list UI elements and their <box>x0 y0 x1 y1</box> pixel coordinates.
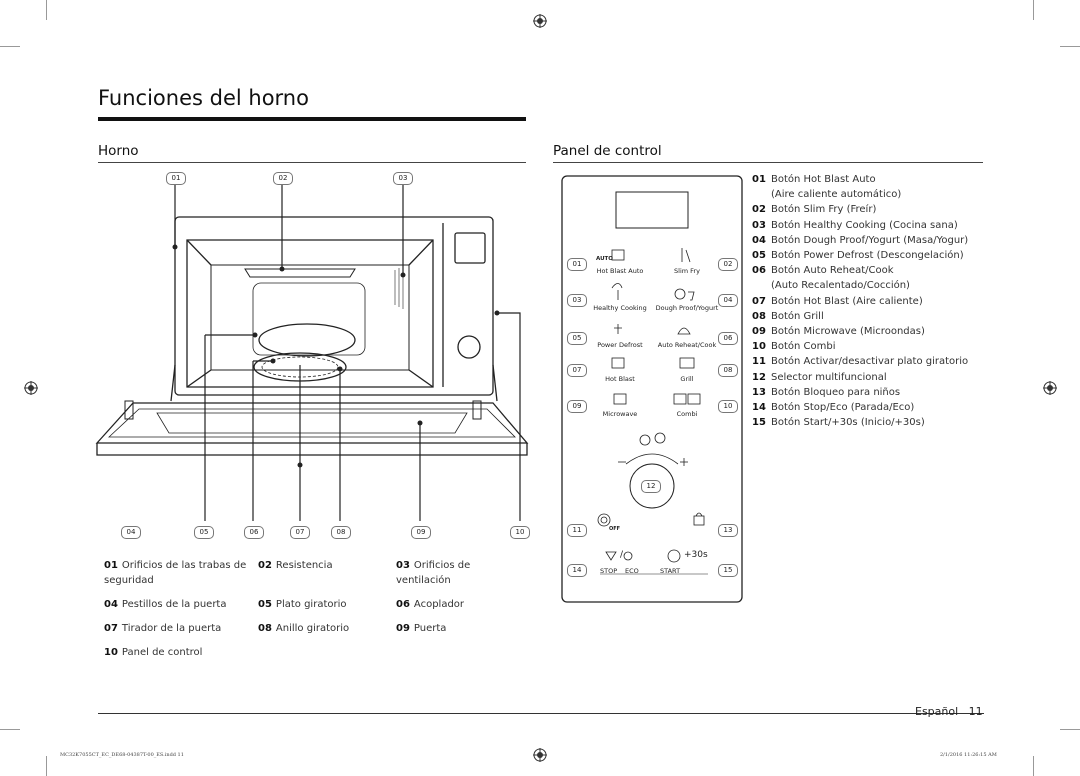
panel-callout-03: 03 <box>567 294 587 307</box>
start-plus30-label[interactable]: +30s <box>684 550 708 560</box>
page-title: Funciones del horno <box>98 86 309 110</box>
button-microwave[interactable]: Microwave <box>602 410 638 418</box>
button-hot-blast[interactable]: Hot Blast <box>605 375 635 383</box>
section-title-panel: Panel de control <box>553 143 662 159</box>
panel-callout-02: 02 <box>718 258 738 271</box>
section-rule <box>98 162 526 163</box>
control-panel-illustration <box>561 175 743 603</box>
panel-callout-05: 05 <box>567 332 587 345</box>
footer-rule <box>98 713 984 714</box>
button-start[interactable]: START <box>660 567 681 575</box>
print-slug-date: 2/1/2016 11:26:15 AM <box>940 752 997 758</box>
button-slim-fry[interactable]: Slim Fry <box>674 267 700 275</box>
panel-callout-15: 15 <box>718 564 738 577</box>
auto-tag: AUTO <box>596 256 613 262</box>
crop-mark <box>1060 46 1080 47</box>
callout-09: 09 <box>411 526 431 539</box>
button-hot-blast-auto[interactable]: Hot Blast Auto <box>596 267 644 275</box>
crop-mark <box>0 729 20 730</box>
panel-callout-04: 04 <box>718 294 738 307</box>
crop-mark <box>46 0 47 20</box>
button-healthy-cooking[interactable]: Healthy Cooking <box>593 304 647 312</box>
panel-callout-06: 06 <box>718 332 738 345</box>
panel-callout-08: 08 <box>718 364 738 377</box>
crop-mark <box>0 46 20 47</box>
crop-mark <box>1033 0 1034 20</box>
panel-callout-01: 01 <box>567 258 587 271</box>
print-slug-file: MC32K7055CT_EC_DE68-04387T-00_ES.indd 11 <box>60 752 184 758</box>
registration-mark-icon <box>533 14 547 28</box>
registration-mark-icon <box>1043 381 1057 395</box>
footer: Español 11 <box>915 705 983 718</box>
registration-mark-icon <box>533 748 547 762</box>
section-rule <box>553 162 983 163</box>
panel-callout-13: 13 <box>718 524 738 537</box>
button-grill[interactable]: Grill <box>680 375 694 383</box>
crop-mark <box>1060 729 1080 730</box>
callout-10: 10 <box>510 526 530 539</box>
callout-01: 01 <box>166 172 186 185</box>
page-number: 11 <box>968 705 983 718</box>
callout-08: 08 <box>331 526 351 539</box>
callout-04: 04 <box>121 526 141 539</box>
panel-callout-14: 14 <box>567 564 587 577</box>
panel-callout-09: 09 <box>567 400 587 413</box>
panel-callout-10: 10 <box>718 400 738 413</box>
callout-07: 07 <box>290 526 310 539</box>
button-dough-proof-yogurt[interactable]: Dough Proof/Yogurt <box>655 304 719 312</box>
footer-language: Español <box>915 705 959 718</box>
callout-05: 05 <box>194 526 214 539</box>
crop-mark <box>46 756 47 776</box>
button-auto-reheat-cook[interactable]: Auto Reheat/Cook <box>657 341 717 349</box>
callout-02: 02 <box>273 172 293 185</box>
stop-eco-slash: / <box>620 550 624 560</box>
panel-callout-07: 07 <box>567 364 587 377</box>
callout-03: 03 <box>393 172 413 185</box>
panel-legend-subtext: (Auto Recalentado/Cocción) <box>771 280 910 292</box>
button-combi[interactable]: Combi <box>676 410 698 418</box>
callout-06: 06 <box>244 526 264 539</box>
registration-mark-icon <box>24 381 38 395</box>
title-rule <box>98 117 526 121</box>
button-eco[interactable]: ECO <box>625 567 639 575</box>
off-tag[interactable]: OFF <box>609 526 621 532</box>
panel-callout-11: 11 <box>567 524 587 537</box>
panel-callout-12: 12 <box>641 480 661 493</box>
button-power-defrost[interactable]: Power Defrost <box>597 341 643 349</box>
oven-illustration <box>95 179 529 521</box>
panel-legend-subtext: (Aire caliente automático) <box>771 189 902 201</box>
crop-mark <box>1033 756 1034 776</box>
section-title-oven: Horno <box>98 143 139 159</box>
button-stop[interactable]: STOP <box>600 567 618 575</box>
